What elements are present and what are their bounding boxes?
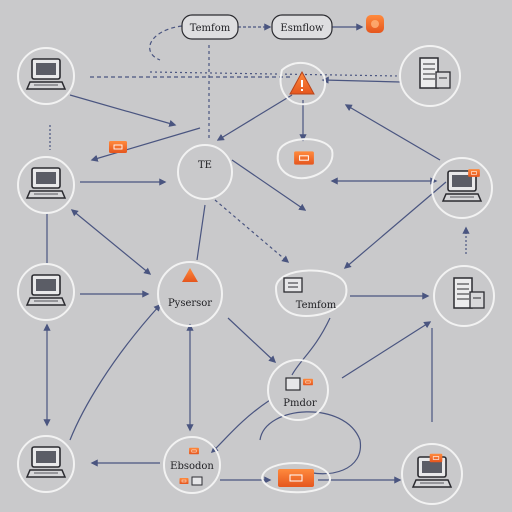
- edge-pmdor-to-bottom: [210, 399, 271, 453]
- temfom-right-node[interactable]: Temfom: [274, 269, 348, 318]
- edge-center-dashed-down: [214, 199, 290, 263]
- ebsodon-node[interactable]: Ebsodon: [163, 436, 221, 494]
- server-rack-icon: [453, 277, 485, 309]
- server-node-1[interactable]: [399, 45, 461, 107]
- orange-tag-icon: [467, 168, 481, 178]
- orange-tag-icon: [429, 453, 443, 463]
- desktop-computer-icon: [26, 58, 66, 90]
- edge-pysersor-to-pmdor: [227, 317, 277, 363]
- server-node-2[interactable]: [431, 157, 493, 219]
- edge-center-to-pysersor: [196, 204, 206, 261]
- orange-tag-icon: [302, 378, 314, 386]
- orange-tag-bottom[interactable]: [260, 462, 332, 494]
- center-circle-label: TE: [198, 160, 212, 171]
- server-rack-icon: [419, 57, 451, 89]
- desktop-computer-icon: [26, 167, 66, 199]
- orange-tag-icon: [179, 477, 189, 485]
- server-node-3[interactable]: [433, 265, 495, 327]
- orange-tag-icon: [293, 150, 315, 166]
- computer-node-3[interactable]: [17, 263, 75, 321]
- warning-triangle-icon: [182, 268, 198, 282]
- orange-tag-icon: [108, 140, 128, 154]
- pysersor-label: Pysersor: [168, 298, 212, 309]
- esmflow-top-label: Esmflow: [280, 23, 324, 34]
- edge-top-dashed-right: [149, 71, 401, 77]
- edge-top-left-dashed: [149, 25, 183, 61]
- edge-server-to-warn: [321, 76, 401, 84]
- computer-node-2[interactable]: [17, 156, 75, 214]
- computer-node-5[interactable]: [401, 443, 463, 505]
- edge-center-to-right-down: [231, 159, 307, 211]
- pysersor-node[interactable]: Pysersor: [157, 261, 223, 327]
- edge-warn-to-center: [216, 94, 293, 141]
- temfom-top-box[interactable]: Temfom: [181, 14, 239, 40]
- temfom-top-label: Temfom: [190, 23, 231, 34]
- warning-node[interactable]: [279, 61, 326, 106]
- edge-server-right-to-temfom: [343, 181, 447, 269]
- edge-pc2-to-pysersor: [70, 209, 152, 275]
- ebsodon-label: Ebsodon: [170, 461, 214, 472]
- edge-pysersor-to-pc4: [69, 303, 161, 441]
- computer-node-4[interactable]: [17, 435, 75, 493]
- computer-node-1[interactable]: [17, 47, 75, 105]
- orange-tag-node[interactable]: [276, 138, 334, 180]
- edge-temfom-to-pmdor: [291, 317, 331, 376]
- edge-pmdor-to-right: [341, 321, 432, 379]
- edge-pmdor-loop: [259, 411, 361, 475]
- temfom-right-label: Temfom: [296, 300, 337, 311]
- pmdor-label: Pmdor: [283, 398, 317, 409]
- desktop-computer-icon: [26, 274, 66, 306]
- orange-tag-icon: [188, 447, 200, 455]
- small-tag-left[interactable]: [108, 140, 128, 154]
- center-circle-node[interactable]: TE: [177, 144, 233, 200]
- edge-center-to-pc2: [90, 127, 201, 162]
- edge-server-right-to-middle: [344, 104, 441, 161]
- edge-pc1-to-center: [69, 94, 177, 127]
- desktop-computer-icon: [26, 446, 66, 478]
- esmflow-top-box[interactable]: Esmflow: [271, 14, 333, 40]
- pmdor-node[interactable]: Pmdor: [267, 359, 329, 421]
- orange-service-icon[interactable]: [366, 15, 384, 33]
- edges: [43, 23, 470, 484]
